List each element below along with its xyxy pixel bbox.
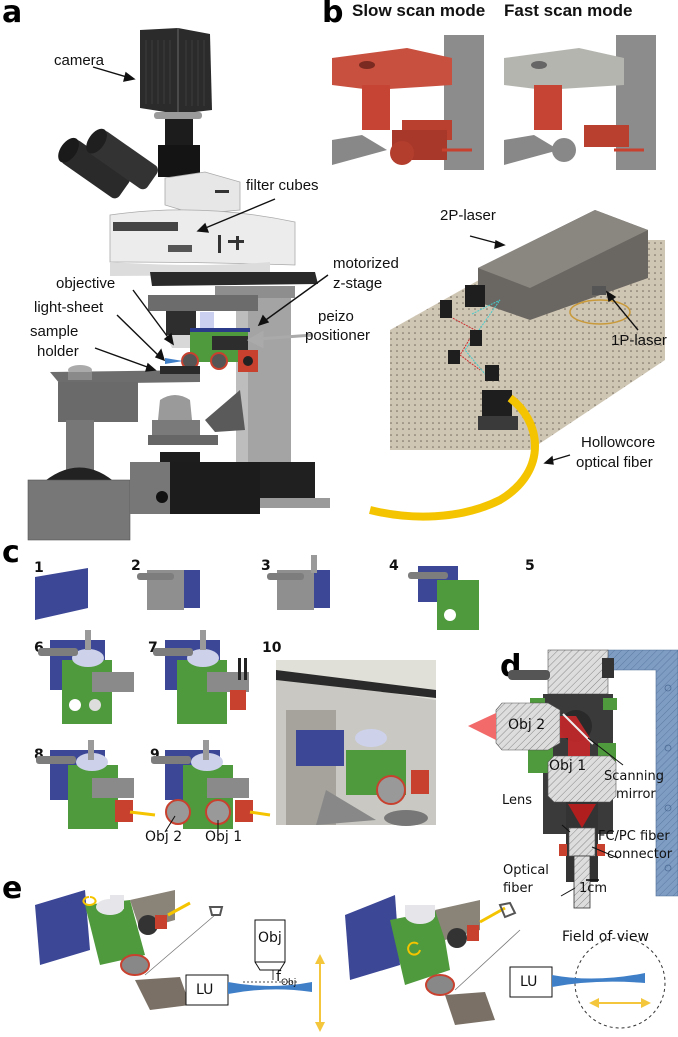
f-subscript: Obj: [280, 977, 297, 988]
step-6: 6: [34, 640, 44, 656]
label-2p-laser: 2P-laser: [440, 207, 496, 224]
label-peizo: peizo: [318, 308, 354, 325]
label-positioner: positioner: [305, 327, 371, 344]
step-7: 7: [148, 640, 158, 656]
label-fc-pc: FC/PC fiber: [598, 829, 670, 844]
title-fast-scan: Fast scan mode: [504, 1, 633, 20]
filter-cube-body: [109, 209, 296, 276]
label-objective: objective: [56, 275, 116, 292]
step-8: 8: [34, 747, 44, 763]
step-9: 9: [150, 747, 160, 763]
label-hollowcore: Hollowcore: [581, 434, 656, 451]
fast-scan-render: [504, 35, 656, 170]
label-c-obj1: Obj 1: [205, 829, 243, 845]
e-left-schematic: [185, 919, 325, 1032]
label-e-obj: Obj: [258, 930, 282, 946]
f-symbol: f: [276, 969, 281, 985]
label-sample-holder-2: holder: [37, 343, 79, 360]
step-3: 3: [261, 558, 271, 574]
step-10: 10: [262, 640, 282, 656]
label-fiber-d: fiber: [503, 881, 533, 896]
panel-e-letter: e: [2, 871, 23, 906]
optical-table-render: [369, 210, 665, 521]
label-optical-fiber-b: optical fiber: [576, 454, 653, 471]
camera-body: [140, 28, 212, 177]
label-e-lu-left: LU: [196, 982, 214, 998]
step-5: 5: [525, 558, 535, 574]
label-filter-cubes: filter cubes: [246, 177, 319, 194]
label-1p-laser: 1P-laser: [611, 332, 667, 349]
label-d-obj1: Obj 1: [549, 758, 587, 774]
assembly-steps-render: [35, 555, 479, 833]
panel-b-letter: b: [322, 0, 344, 30]
e-right-schematic: [498, 901, 666, 1029]
label-lens: Lens: [502, 793, 533, 808]
label-e-lu-right: LU: [520, 974, 538, 990]
label-scanning: Scanning: [604, 769, 664, 784]
label-c-obj2: Obj 2: [145, 829, 183, 845]
title-slow-scan: Slow scan mode: [352, 1, 486, 20]
label-field-of-view: Field of view: [562, 929, 649, 945]
label-scale-bar: 1cm: [579, 881, 608, 896]
microscope-illustration: [27, 28, 330, 541]
label-connector: connector: [607, 847, 673, 862]
step-10-render: [276, 660, 436, 826]
step-4: 4: [389, 558, 399, 574]
label-motorized: motorized: [333, 255, 399, 272]
label-light-sheet: light-sheet: [34, 299, 104, 316]
slow-scan-render: [332, 35, 484, 170]
label-mirror: mirror: [616, 787, 656, 802]
cross-section-render: [468, 649, 678, 909]
e-right-render: [345, 895, 521, 1025]
label-d-obj2: Obj 2: [508, 717, 546, 733]
label-optical: Optical: [503, 863, 549, 878]
label-sample-holder-1: sample: [30, 323, 79, 340]
label-f-obj: fObj: [276, 969, 296, 992]
e-left-render: [35, 890, 224, 1010]
step-1: 1: [34, 560, 44, 576]
step-2: 2: [131, 558, 141, 574]
eyepieces: [58, 128, 158, 199]
panel-a-letter: a: [2, 0, 23, 30]
label-camera: camera: [54, 52, 105, 69]
label-z-stage: z-stage: [333, 275, 383, 292]
panel-c-letter: c: [2, 535, 20, 570]
